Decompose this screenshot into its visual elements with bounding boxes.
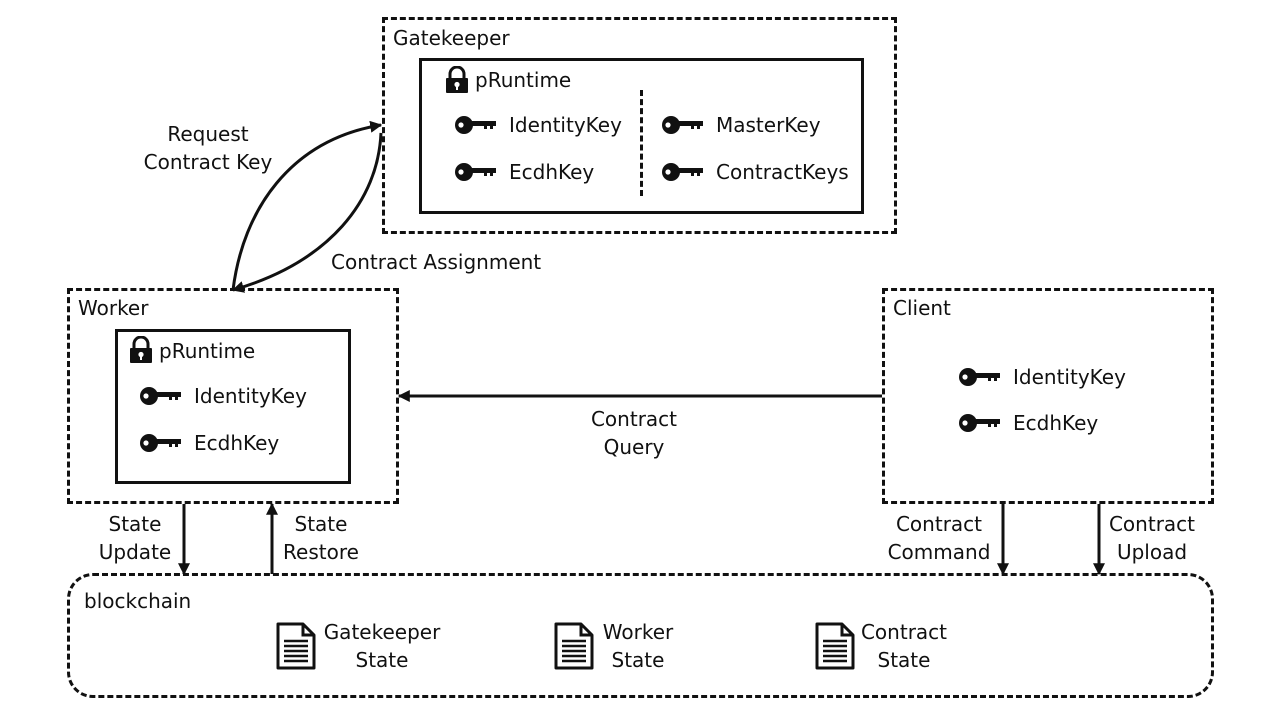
client-ecdh-key: EcdhKey	[1013, 411, 1099, 435]
document-icon	[815, 622, 855, 670]
gatekeeper-box	[382, 17, 897, 234]
worker-identity-key: IdentityKey	[194, 384, 307, 408]
blockchain-title: blockchain	[84, 589, 192, 613]
key-icon	[662, 116, 703, 134]
contract-upload-line2: Upload	[1116, 540, 1188, 564]
contract-command-line1: Contract	[895, 512, 983, 536]
request-contract-key-line1: Request	[167, 122, 249, 146]
worker-state-label: Worker State	[594, 618, 682, 674]
state-restore-label: State Restore	[280, 510, 362, 566]
key-icon	[455, 116, 496, 134]
worker-box	[67, 288, 399, 504]
contract-query-line2: Query	[603, 435, 665, 459]
worker-state-line1: Worker	[602, 620, 674, 644]
contract-query-line1: Contract	[590, 407, 678, 431]
request-contract-key-label: Request Contract Key	[134, 120, 282, 176]
state-restore-line1: State	[294, 512, 348, 536]
worker-state-line2: State	[611, 648, 665, 672]
document-icon	[276, 622, 316, 670]
contract-state-line2: State	[877, 648, 931, 672]
contract-upload-line1: Contract	[1108, 512, 1196, 536]
contract-upload-label: Contract Upload	[1104, 510, 1200, 566]
gatekeeper-pruntime-label: pRuntime	[475, 68, 572, 92]
gatekeeper-state-line2: State	[355, 648, 409, 672]
contract-state-line1: Contract	[860, 620, 948, 644]
key-icon	[140, 434, 181, 452]
state-restore-line2: Restore	[283, 540, 359, 564]
request-contract-key-line2: Contract Key	[143, 150, 273, 174]
state-update-label: State Update	[90, 510, 180, 566]
lock-icon	[446, 66, 468, 93]
arrow-contract-assignment	[231, 132, 383, 293]
gatekeeper-key-divider	[640, 90, 643, 196]
client-identity-key: IdentityKey	[1013, 365, 1126, 389]
gatekeeper-title: Gatekeeper	[393, 26, 510, 50]
gatekeeper-contract-keys: ContractKeys	[716, 160, 849, 184]
worker-pruntime-box	[115, 329, 351, 484]
lock-icon	[130, 336, 152, 363]
key-icon	[662, 163, 703, 181]
worker-title: Worker	[78, 296, 149, 320]
contract-query-label: Contract Query	[574, 405, 694, 461]
contract-command-label: Contract Command	[880, 510, 998, 566]
contract-state-label: Contract State	[854, 618, 954, 674]
gatekeeper-ecdh-key: EcdhKey	[509, 160, 595, 184]
key-icon	[959, 414, 1000, 432]
worker-ecdh-key: EcdhKey	[194, 431, 280, 455]
contract-assignment-label: Contract Assignment	[331, 250, 542, 274]
worker-pruntime-label: pRuntime	[159, 339, 256, 363]
gatekeeper-state-line1: Gatekeeper	[323, 620, 441, 644]
state-update-line2: Update	[98, 540, 172, 564]
key-icon	[140, 387, 181, 405]
key-icon	[959, 368, 1000, 386]
contract-command-line2: Command	[887, 540, 991, 564]
arrow-request-contract-key	[231, 120, 383, 291]
client-box	[882, 288, 1214, 504]
key-icon	[455, 163, 496, 181]
blockchain-box	[67, 573, 1214, 698]
gatekeeper-state-label: Gatekeeper State	[318, 618, 446, 674]
gatekeeper-identity-key: IdentityKey	[509, 113, 622, 137]
document-icon	[554, 622, 594, 670]
client-title: Client	[893, 296, 951, 320]
state-update-line1: State	[108, 512, 162, 536]
gatekeeper-master-key: MasterKey	[716, 113, 821, 137]
